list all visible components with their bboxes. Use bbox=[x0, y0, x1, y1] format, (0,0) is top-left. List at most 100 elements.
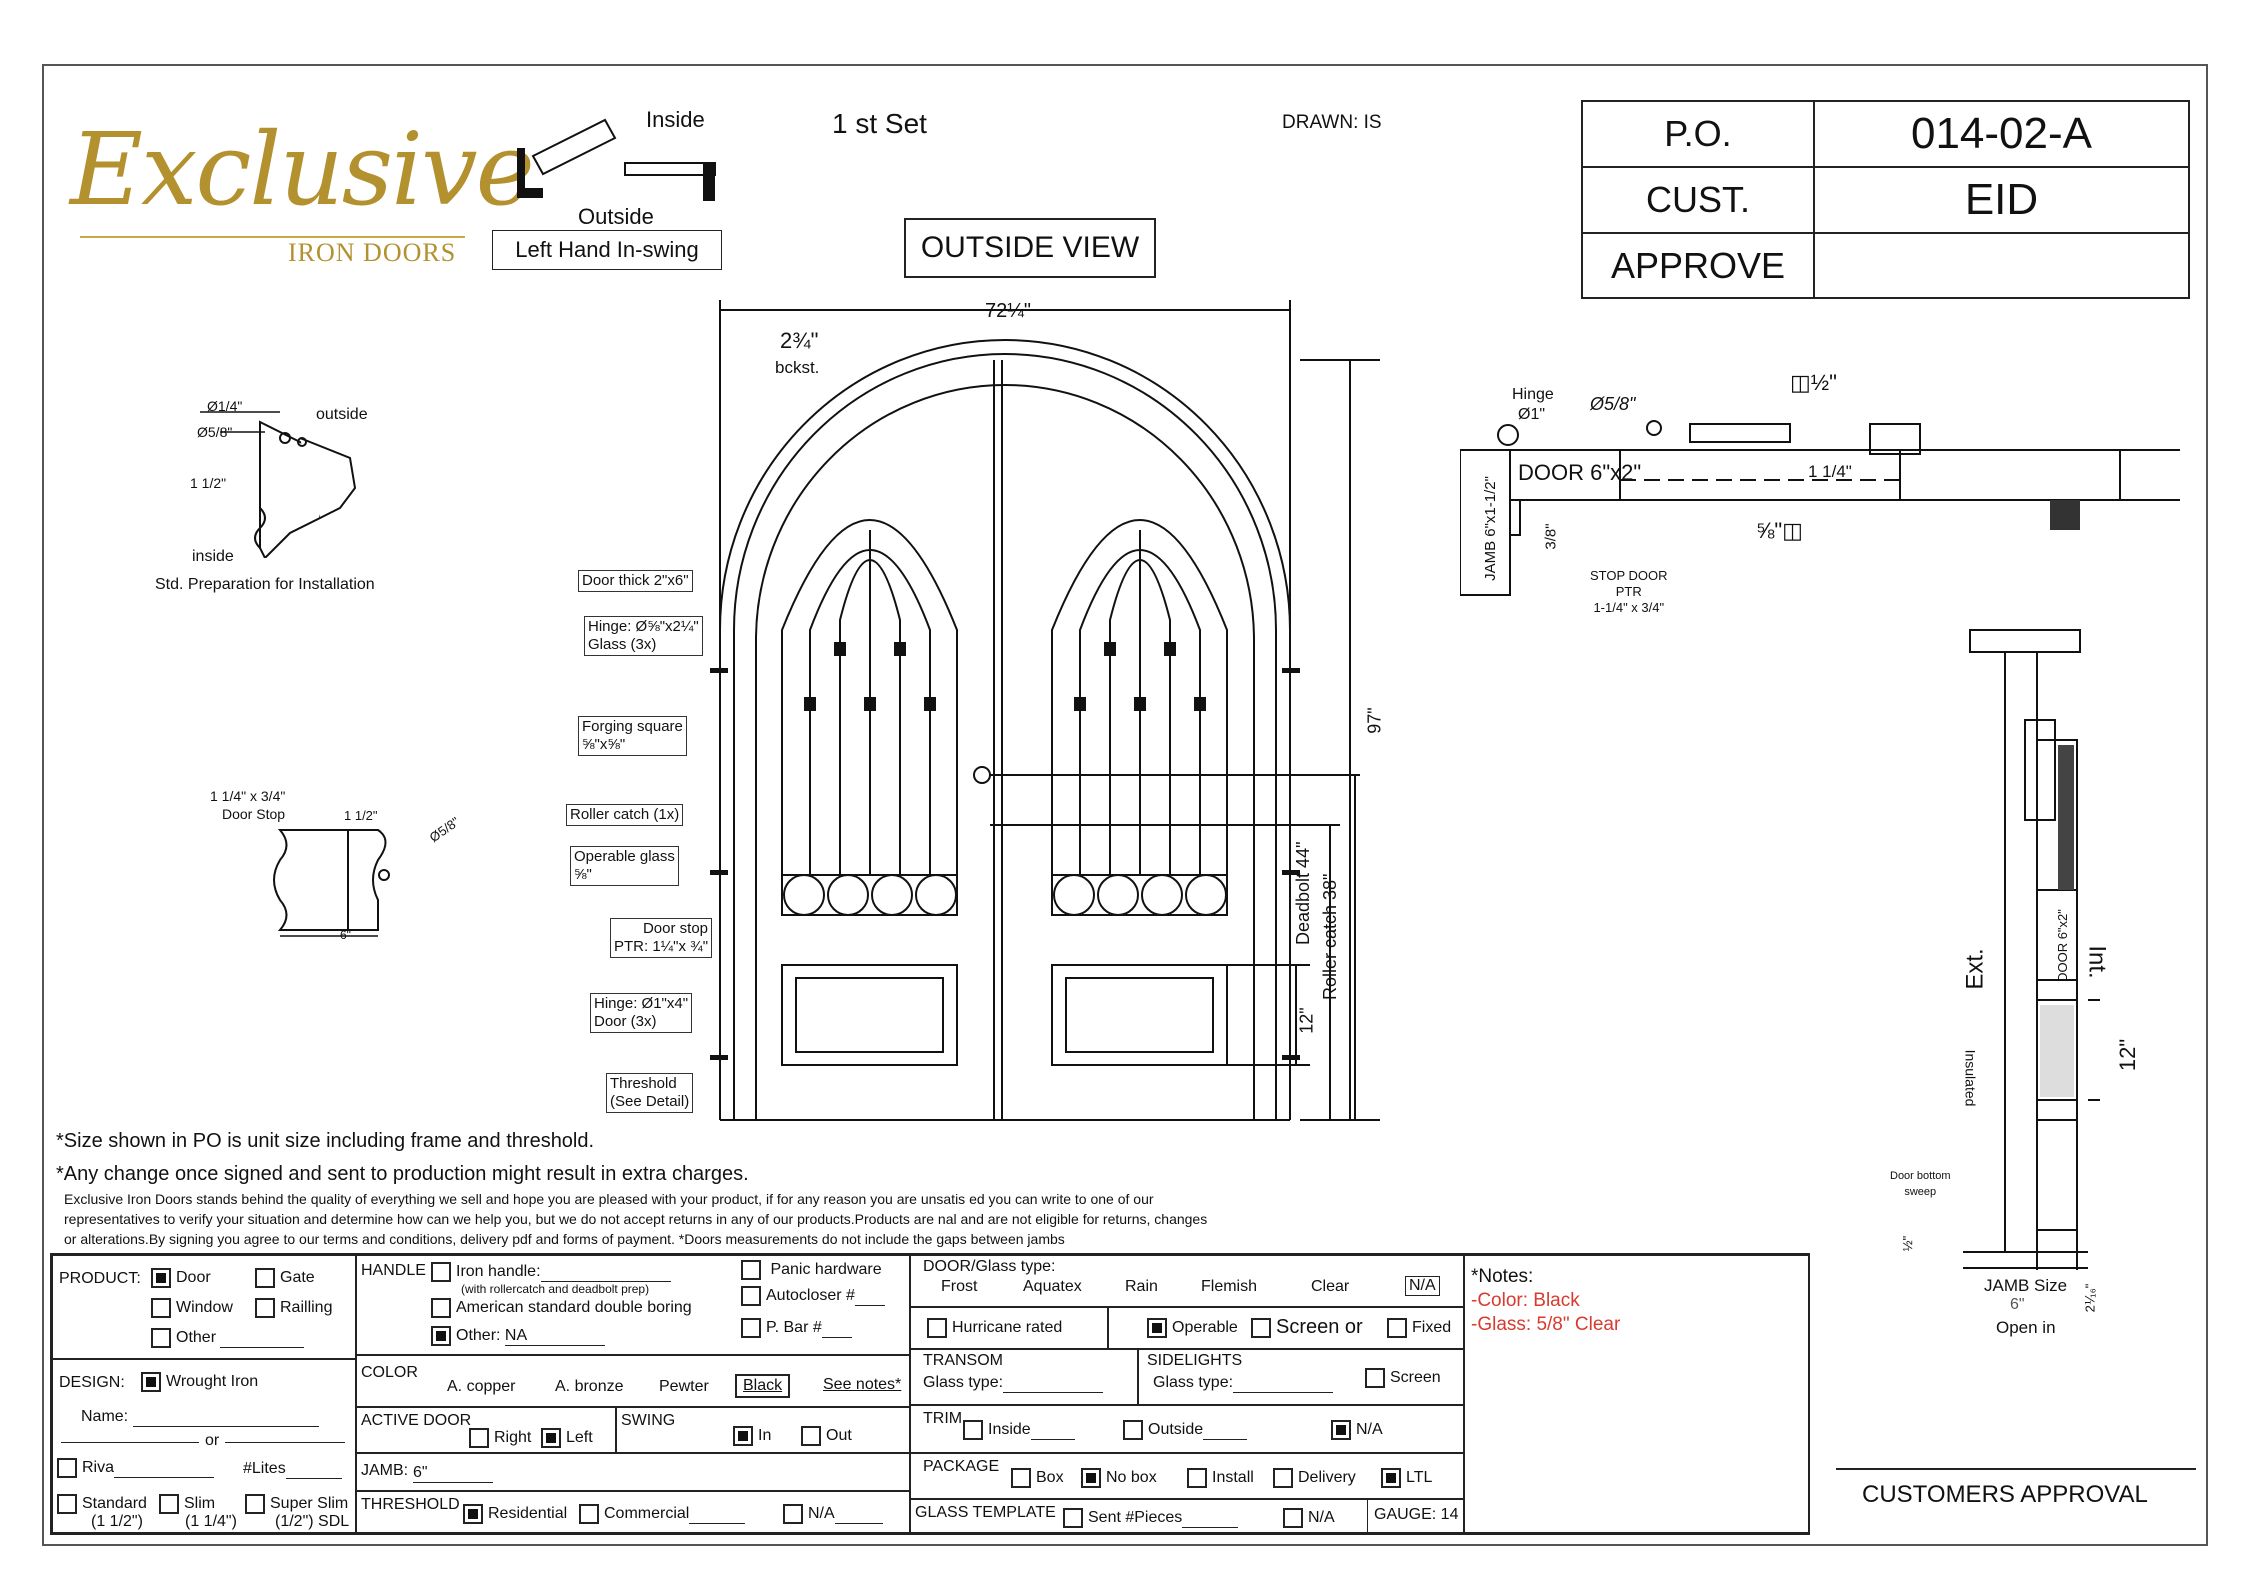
threshold-residential-checkbox[interactable] bbox=[463, 1504, 483, 1524]
sdl-standard[interactable]: Standard(1 1/2") bbox=[57, 1494, 147, 1530]
product-window[interactable]: Window bbox=[151, 1298, 233, 1318]
glass-aquatex[interactable]: Aquatex bbox=[1023, 1278, 1082, 1295]
glass-frost[interactable]: Frost bbox=[941, 1278, 978, 1295]
threshold-na[interactable]: N/A bbox=[783, 1504, 883, 1525]
sdl-standard-checkbox[interactable] bbox=[57, 1494, 77, 1514]
product-gate-checkbox[interactable] bbox=[255, 1268, 275, 1288]
threshold-commercial[interactable]: Commercial bbox=[579, 1504, 746, 1525]
active-door-left[interactable]: Left bbox=[541, 1428, 593, 1448]
color-bronze[interactable]: A. bronze bbox=[555, 1378, 624, 1395]
active-door-right-checkbox[interactable] bbox=[469, 1428, 489, 1448]
swing-in[interactable]: In bbox=[733, 1426, 771, 1446]
transom-glass[interactable]: Glass type: bbox=[923, 1374, 1104, 1393]
glass-clear[interactable]: Clear bbox=[1311, 1278, 1350, 1295]
package-box[interactable]: Box bbox=[1011, 1468, 1064, 1488]
handle-panic-checkbox[interactable] bbox=[741, 1260, 761, 1280]
dim-deadbolt: Deadbolt 44" bbox=[1293, 841, 1313, 945]
threshold-na-checkbox[interactable] bbox=[783, 1504, 803, 1524]
glass-screen-checkbox[interactable] bbox=[1251, 1317, 1271, 1338]
glass-template-na-checkbox[interactable] bbox=[1283, 1508, 1303, 1528]
design-wrought-iron[interactable]: Wrought Iron bbox=[141, 1372, 258, 1392]
handle-iron[interactable]: Iron handle: bbox=[431, 1262, 671, 1283]
design-label: DESIGN: bbox=[59, 1374, 125, 1391]
glass-screen-or[interactable]: Screen or bbox=[1251, 1316, 1363, 1339]
color-copper[interactable]: A. copper bbox=[447, 1378, 516, 1395]
trim-outside[interactable]: Outside bbox=[1123, 1420, 1248, 1441]
glass-template-na[interactable]: N/A bbox=[1283, 1508, 1335, 1528]
product-gate[interactable]: Gate bbox=[255, 1268, 315, 1288]
handle-autocloser-checkbox[interactable] bbox=[741, 1286, 761, 1306]
color-see-notes[interactable]: See notes* bbox=[823, 1376, 902, 1393]
trim-inside-checkbox[interactable] bbox=[963, 1420, 983, 1440]
handle-autocloser[interactable]: Autocloser # bbox=[741, 1286, 885, 1307]
sdl-slim[interactable]: Slim(1 1/4") bbox=[159, 1494, 237, 1530]
sidelights-glass[interactable]: Glass type: bbox=[1153, 1374, 1334, 1393]
glass-template-sent-checkbox[interactable] bbox=[1063, 1508, 1083, 1528]
glass-rain[interactable]: Rain bbox=[1125, 1278, 1158, 1295]
section-stop-line2: PTR bbox=[1615, 584, 1642, 599]
handle-american-checkbox[interactable] bbox=[431, 1298, 451, 1318]
trim-outside-checkbox[interactable] bbox=[1123, 1420, 1143, 1440]
package-install-checkbox[interactable] bbox=[1187, 1468, 1207, 1488]
glass-type-section: DOOR/Glass type: Frost Aquatex Rain Flem… bbox=[910, 1255, 1464, 1307]
glass-flemish[interactable]: Flemish bbox=[1201, 1278, 1258, 1295]
product-door-checkbox[interactable] bbox=[151, 1268, 171, 1288]
active-door-right[interactable]: Right bbox=[469, 1428, 531, 1448]
package-ltl[interactable]: LTL bbox=[1381, 1468, 1432, 1488]
package-no-box-checkbox[interactable] bbox=[1081, 1468, 1101, 1488]
trim-inside[interactable]: Inside bbox=[963, 1420, 1075, 1441]
product-railing[interactable]: Railling bbox=[255, 1298, 332, 1318]
handle-other-checkbox[interactable] bbox=[431, 1326, 451, 1346]
package-delivery-checkbox[interactable] bbox=[1273, 1468, 1293, 1488]
product-railing-checkbox[interactable] bbox=[255, 1298, 275, 1318]
glass-fixed[interactable]: Fixed bbox=[1387, 1318, 1451, 1338]
design-wrought-iron-checkbox[interactable] bbox=[141, 1372, 161, 1392]
handle-iron-checkbox[interactable] bbox=[431, 1262, 451, 1282]
package-no-box[interactable]: No box bbox=[1081, 1468, 1157, 1488]
handle-other[interactable]: Other: NA bbox=[431, 1326, 605, 1347]
package-ltl-checkbox[interactable] bbox=[1381, 1468, 1401, 1488]
design-name[interactable]: Name: bbox=[81, 1408, 319, 1427]
callout-hinge-door-line2: Door (3x) bbox=[594, 1013, 657, 1030]
notes-section: *Notes: -Color: Black -Glass: 5/8" Clear bbox=[1464, 1255, 1810, 1533]
sdl-super-slim-checkbox[interactable] bbox=[245, 1494, 265, 1514]
trim-na-checkbox[interactable] bbox=[1331, 1420, 1351, 1440]
sdl-super-slim[interactable]: Super Slim(1/2") SDL bbox=[245, 1494, 349, 1530]
trim-na[interactable]: N/A bbox=[1331, 1420, 1383, 1440]
note-color: -Color: Black bbox=[1471, 1290, 1580, 1311]
handle-panic[interactable]: Panic hardware bbox=[741, 1260, 882, 1280]
hurricane-rated[interactable]: Hurricane rated bbox=[927, 1318, 1062, 1338]
swing-out[interactable]: Out bbox=[801, 1426, 852, 1446]
design-lites[interactable]: #Lites bbox=[243, 1460, 342, 1479]
color-pewter[interactable]: Pewter bbox=[659, 1378, 709, 1395]
hurricane-checkbox[interactable] bbox=[927, 1318, 947, 1338]
threshold-commercial-checkbox[interactable] bbox=[579, 1504, 599, 1524]
product-door[interactable]: Door bbox=[151, 1268, 211, 1288]
jamb-value[interactable]: 6" bbox=[413, 1464, 493, 1483]
glass-fixed-checkbox[interactable] bbox=[1387, 1318, 1407, 1338]
package-box-checkbox[interactable] bbox=[1011, 1468, 1031, 1488]
design-riva-checkbox[interactable] bbox=[57, 1458, 77, 1478]
active-door-section: ACTIVE DOOR Right Left bbox=[356, 1407, 616, 1453]
design-riva[interactable]: Riva bbox=[57, 1458, 215, 1479]
product-other-checkbox[interactable] bbox=[151, 1328, 171, 1348]
glass-operable[interactable]: Operable bbox=[1147, 1318, 1238, 1338]
threshold-residential[interactable]: Residential bbox=[463, 1504, 567, 1524]
sidelights-screen[interactable]: Screen bbox=[1365, 1368, 1441, 1388]
glass-operable-checkbox[interactable] bbox=[1147, 1318, 1167, 1338]
swing-out-checkbox[interactable] bbox=[801, 1426, 821, 1446]
glass-template-sent[interactable]: Sent #Pieces bbox=[1063, 1508, 1239, 1529]
swing-in-checkbox[interactable] bbox=[733, 1426, 753, 1446]
product-other[interactable]: Other bbox=[151, 1328, 305, 1349]
color-black-selected[interactable]: Black bbox=[735, 1374, 791, 1398]
package-delivery[interactable]: Delivery bbox=[1273, 1468, 1356, 1488]
product-window-checkbox[interactable] bbox=[151, 1298, 171, 1318]
glass-na[interactable]: N/A bbox=[1405, 1276, 1440, 1296]
handle-pbar-checkbox[interactable] bbox=[741, 1318, 761, 1338]
package-install[interactable]: Install bbox=[1187, 1468, 1254, 1488]
handle-pbar[interactable]: P. Bar # bbox=[741, 1318, 852, 1339]
active-door-left-checkbox[interactable] bbox=[541, 1428, 561, 1448]
sidelights-screen-checkbox[interactable] bbox=[1365, 1368, 1385, 1388]
sdl-slim-checkbox[interactable] bbox=[159, 1494, 179, 1514]
handle-american[interactable]: American standard double boring bbox=[431, 1298, 692, 1318]
